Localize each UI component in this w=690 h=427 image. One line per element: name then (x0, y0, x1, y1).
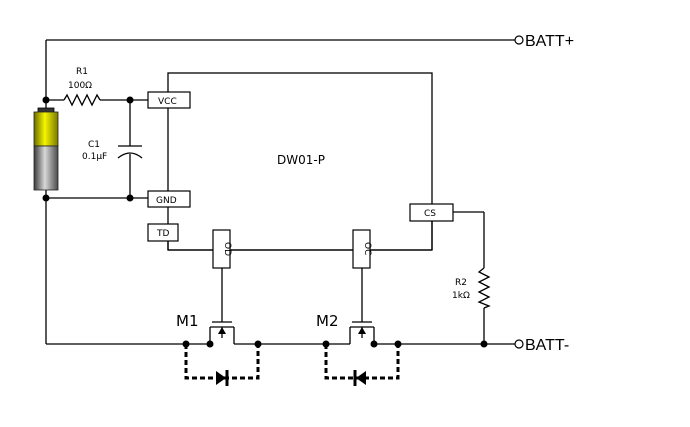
pin-od-label: OD (222, 242, 232, 256)
r1-resistor-symbol (63, 93, 101, 107)
m1-mosfet-symbol (209, 321, 258, 345)
m1-body-diode (184, 344, 260, 386)
pin-gnd-box (147, 190, 191, 208)
pin-td-box (147, 223, 179, 242)
r1-value: 100Ω (68, 81, 92, 91)
pin-vcc-label: VCC (158, 97, 177, 107)
m2-ref: M2 (316, 312, 339, 330)
wires (45, 39, 515, 345)
r1-ref: R1 (76, 67, 88, 77)
batt-plus-label: BATT+ (525, 33, 574, 50)
pin-oc-label: OC (362, 242, 372, 255)
batt-minus-label: BATT- (525, 337, 569, 354)
pin-td-label: TD (156, 229, 169, 239)
c1-capacitor-symbol (117, 145, 143, 159)
batt-plus-terminal (514, 35, 524, 45)
pin-gnd-label: GND (156, 196, 177, 206)
pin-vcc-box (147, 91, 191, 109)
pin-cs-box (409, 203, 454, 222)
c1-value: 0.1μF (82, 152, 107, 162)
r2-ref: R2 (455, 278, 467, 288)
junctions (42, 96, 488, 348)
pin-cs-label: CS (424, 209, 436, 219)
m2-mosfet-symbol (347, 321, 398, 345)
ic-title: DW01-P (277, 153, 325, 167)
battery-cell-icon (33, 107, 59, 191)
c1-ref: C1 (88, 140, 100, 150)
m1-ref: M1 (176, 312, 199, 330)
pin-oc-box (352, 229, 371, 269)
r2-value: 1kΩ (452, 291, 470, 301)
batt-minus-terminal (514, 339, 524, 349)
ic-body (167, 72, 433, 251)
pin-od-box (212, 229, 231, 269)
m2-body-diode (324, 344, 400, 386)
r2-resistor-symbol (477, 267, 491, 309)
